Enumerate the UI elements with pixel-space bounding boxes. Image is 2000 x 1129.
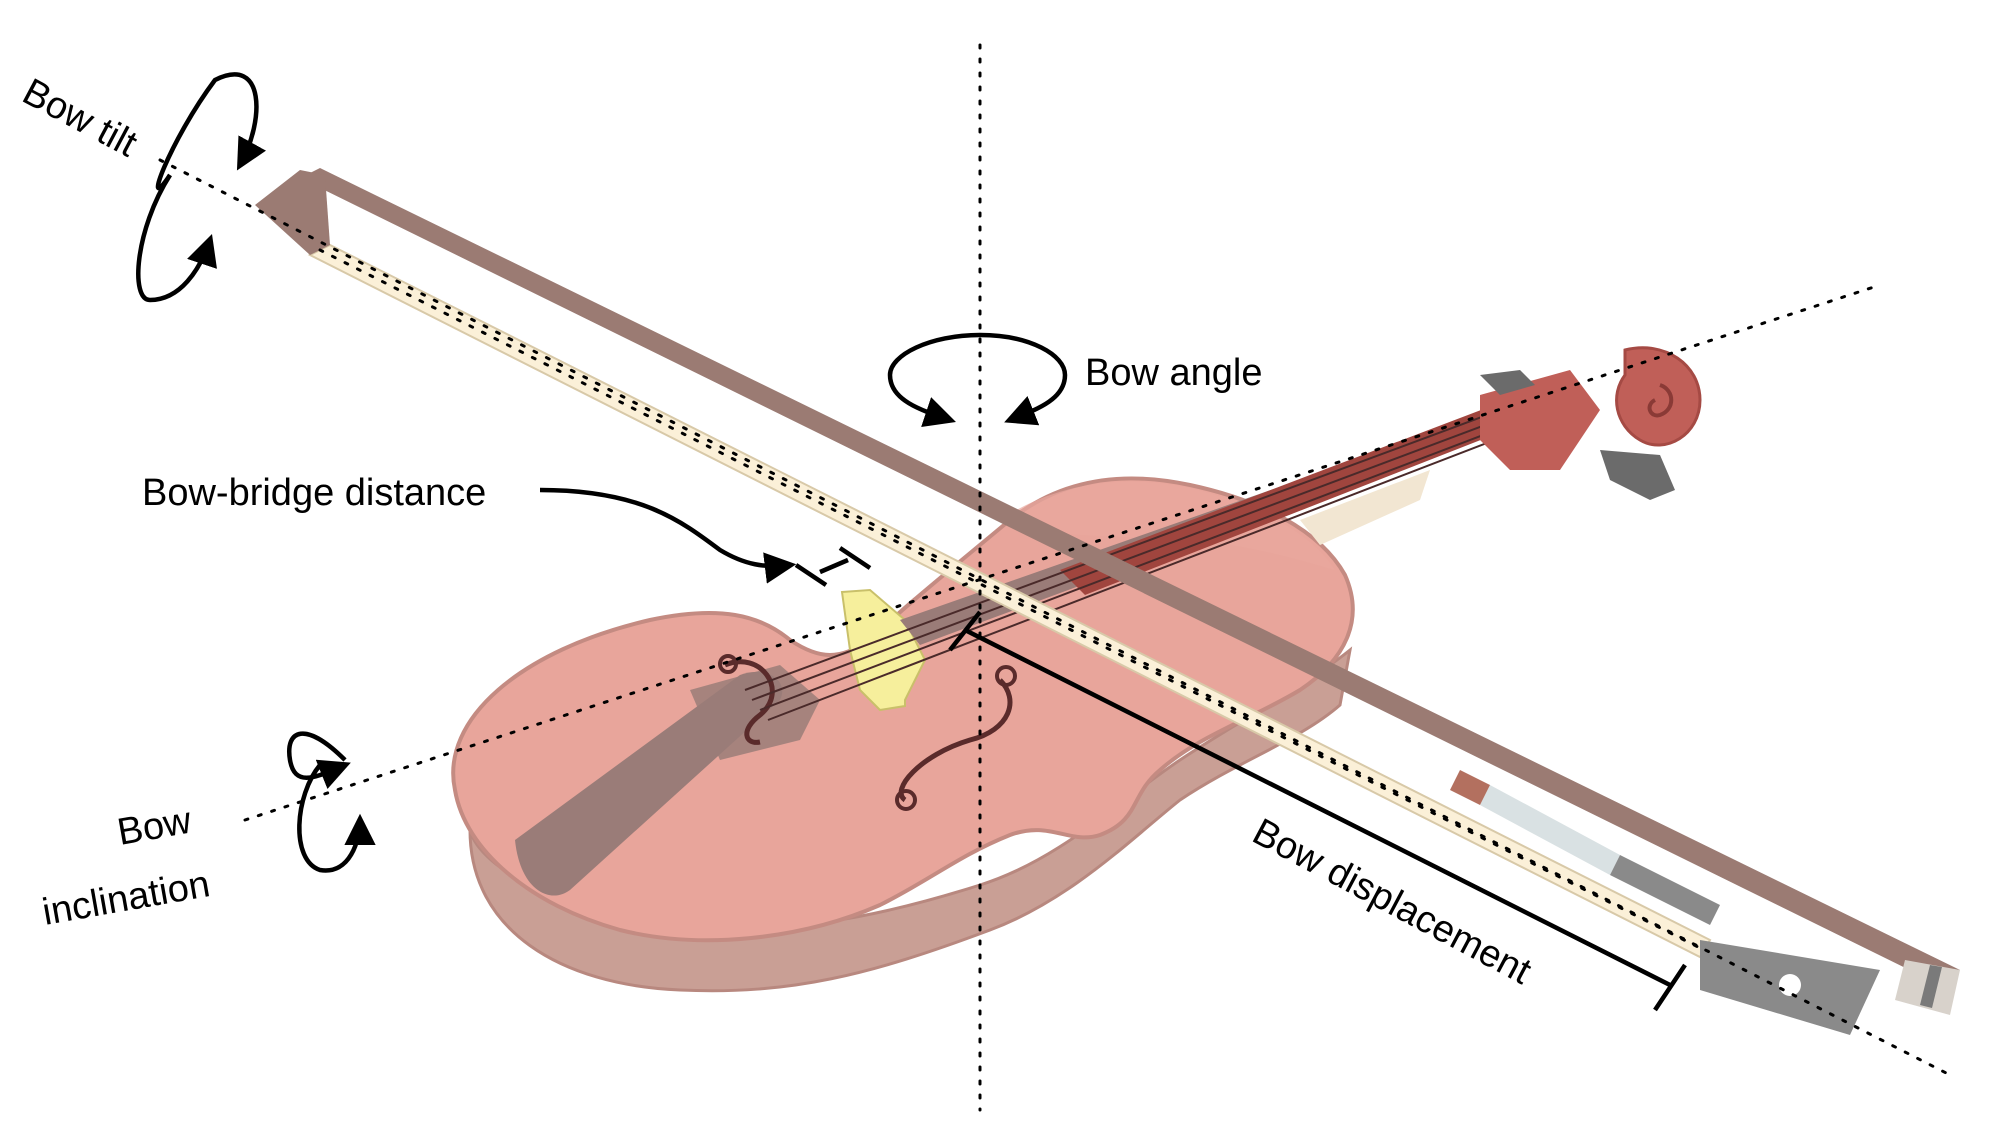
violin-peg-top (1480, 370, 1535, 395)
bow-grip-wrap (1480, 785, 1620, 875)
violin-body (451, 476, 1355, 943)
bow-displacement-cap-start (948, 610, 982, 652)
violin-tailpiece (690, 665, 820, 760)
axis-lines (158, 43, 1952, 1112)
label-bow-inclination-line-2: inclination (39, 863, 213, 934)
bow-bridge-distance-arrow (539, 487, 797, 584)
violin-neck (1060, 380, 1570, 595)
violin-neck-heel (1300, 470, 1430, 545)
violin-f-hole-left-dot (718, 654, 738, 674)
bow-bridge-distance-bar (819, 557, 849, 575)
label-bow-inclination-line-1: Bow (114, 800, 195, 854)
bow-grip-red (1450, 770, 1490, 805)
violin-scroll (1615, 346, 1702, 447)
violin-strings (744, 387, 1576, 721)
bow-frog-eye (1779, 974, 1801, 996)
bow-stick (300, 168, 1960, 985)
label-bow-tilt: Bow tilt (16, 71, 144, 166)
bow-head (255, 170, 330, 255)
bow-bridge-distance-cap-1 (794, 563, 828, 587)
violin-f-hole-right-dot (995, 665, 1017, 687)
violin-f-hole-right-dot-2 (895, 789, 917, 811)
bow-grip-dark (1610, 855, 1720, 925)
violin-f-hole-right (898, 678, 1013, 803)
label-bow-bridge-distance: Bow-bridge distance (142, 472, 486, 514)
bow-displacement-bar (963, 627, 1672, 988)
bow-angle-arrow-right (979, 332, 1068, 426)
bow-inclination-arrow-lower (297, 763, 376, 873)
violin-illustration (451, 346, 1702, 993)
bow-bridge-distance-cap-2 (838, 546, 872, 570)
bow-displacement-cap-end (1653, 963, 1687, 1012)
bow-tilt-arrow-lower (136, 173, 217, 303)
violin-pegbox (1480, 370, 1600, 470)
violin-upper-bout (1000, 481, 1335, 570)
label-bow-angle: Bow angle (1085, 352, 1262, 394)
bow-angle-arrow-left (887, 332, 981, 427)
annotations (136, 72, 1687, 1012)
violin-peg-bottom (1600, 450, 1675, 500)
bow-axis (158, 158, 1952, 1077)
bow-button-band (1920, 965, 1942, 1008)
bow-tilt-arrow-upper (155, 72, 266, 191)
bow-hair-axis (318, 248, 1702, 950)
violin-scroll-spiral (1647, 383, 1674, 418)
bow-inclination-arrow-upper (287, 731, 351, 789)
